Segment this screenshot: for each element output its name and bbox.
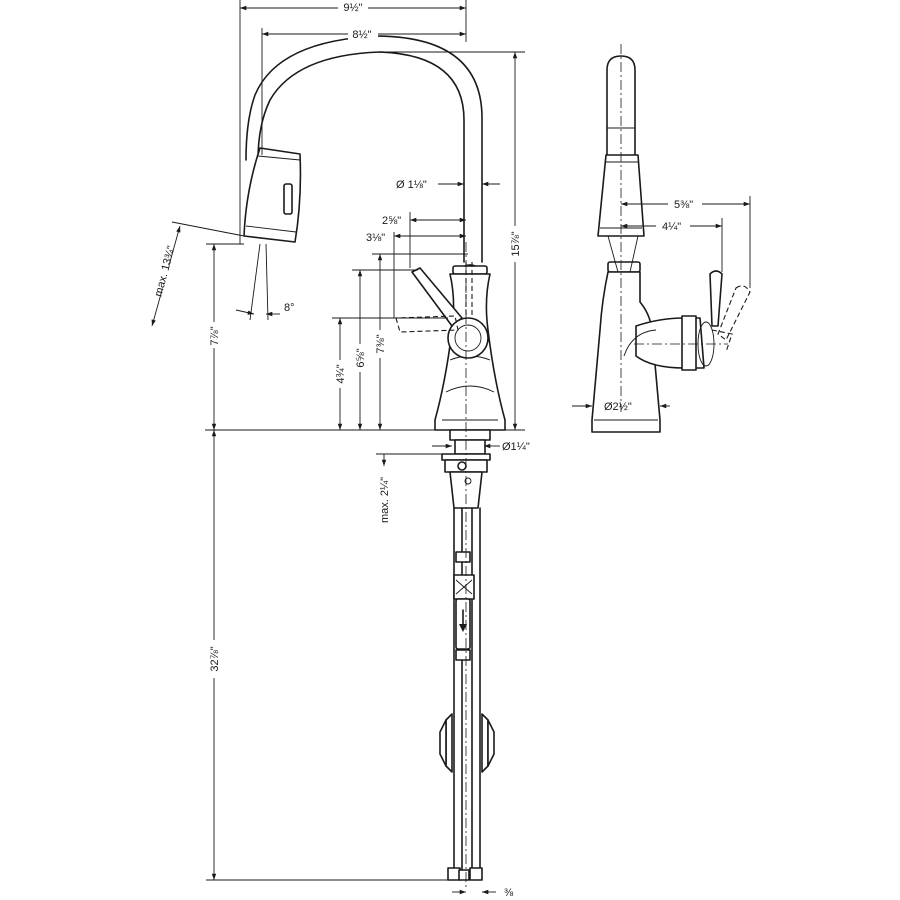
- label-total-height: 15⅞": [510, 231, 522, 256]
- label-width-overall: 9½": [343, 2, 362, 14]
- side-lever: [710, 271, 722, 326]
- front-dimensions: 9½" 8½" 15⅞" Ø 1⅛" 2⅝" 3⅛" max. 13¾": [124, 0, 530, 899]
- supply-hoses: [440, 508, 494, 880]
- lever-handle-alternate: [396, 262, 472, 332]
- label-connection-size: ⅜: [504, 887, 514, 899]
- label-spout-outlet-height: 7⅞": [209, 326, 221, 345]
- label-mounting-diameter: Ø1¼": [502, 441, 530, 453]
- label-spout-reach: 8½": [352, 29, 371, 41]
- side-lever-alternate: [718, 286, 750, 340]
- front-view: [205, 36, 525, 888]
- label-hose-length: 32⅞": [209, 646, 221, 671]
- side-view: 5⅜" 4¼" Ø2½": [572, 44, 750, 432]
- label-handle-height-a: 4¾": [335, 364, 347, 383]
- label-handle-height-c: 7⅜": [375, 334, 387, 353]
- label-side-base-diameter: Ø2½": [604, 401, 632, 413]
- side-body: [592, 272, 660, 432]
- side-spout: [607, 56, 635, 155]
- label-spout-diameter: Ø 1⅛": [396, 179, 427, 191]
- label-deck-thickness: max. 2¼": [379, 477, 391, 523]
- label-side-handle-reach-b: 4¼": [662, 221, 681, 233]
- spray-head: [244, 148, 300, 242]
- label-side-handle-reach-a: 5⅜": [674, 199, 693, 211]
- label-spray-angle: 8°: [284, 302, 295, 314]
- label-handle-offset-b: 3⅛": [366, 232, 385, 244]
- label-handle-height-b: 6⅝": [355, 348, 367, 367]
- label-handle-offset-a: 2⅝": [382, 215, 401, 227]
